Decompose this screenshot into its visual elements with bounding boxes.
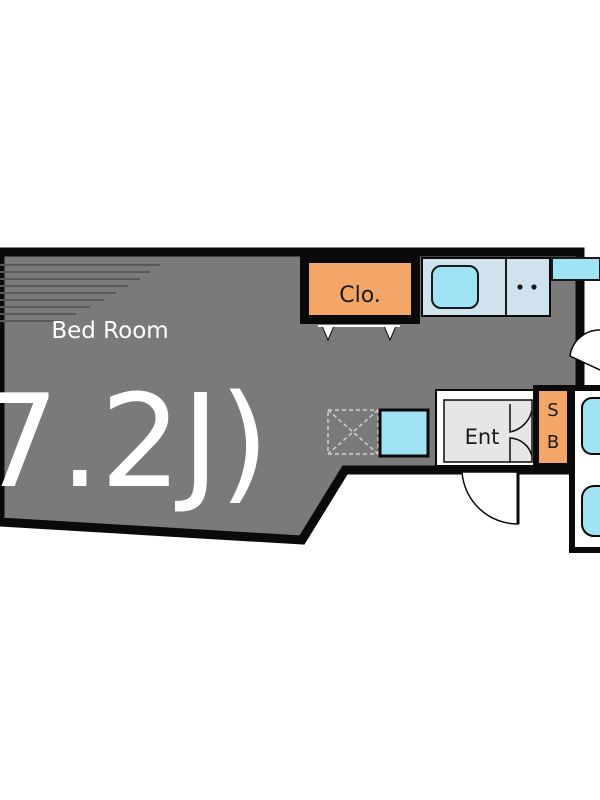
shoe-box-label-s: S bbox=[547, 400, 558, 421]
window-hatching bbox=[0, 264, 160, 322]
sink-icon bbox=[431, 265, 479, 309]
counter-extension bbox=[551, 257, 600, 281]
closet-interior bbox=[307, 261, 413, 317]
closet-label: Clo. bbox=[339, 283, 381, 308]
entrance-floor bbox=[443, 399, 533, 463]
entrance-door-icon bbox=[509, 437, 533, 462]
bathtub-icon bbox=[581, 397, 600, 455]
entrance-label: Ent bbox=[465, 425, 500, 449]
bedroom-size: 7.2J) bbox=[0, 368, 269, 517]
front-door-icon bbox=[461, 471, 519, 525]
stove-burner-icon bbox=[517, 284, 523, 290]
door-swing-icon bbox=[569, 329, 600, 371]
washer-space-icon bbox=[327, 409, 379, 455]
washbasin-icon bbox=[378, 408, 430, 458]
shoe-box-label-b: B bbox=[547, 432, 559, 453]
bedroom-floor bbox=[0, 247, 585, 545]
closet-door-marks bbox=[318, 325, 400, 342]
entrance-door-icon bbox=[509, 404, 533, 433]
stove-burner-icon bbox=[531, 284, 537, 290]
bedroom-label: Bed Room bbox=[51, 318, 168, 344]
toilet-icon bbox=[581, 485, 600, 537]
